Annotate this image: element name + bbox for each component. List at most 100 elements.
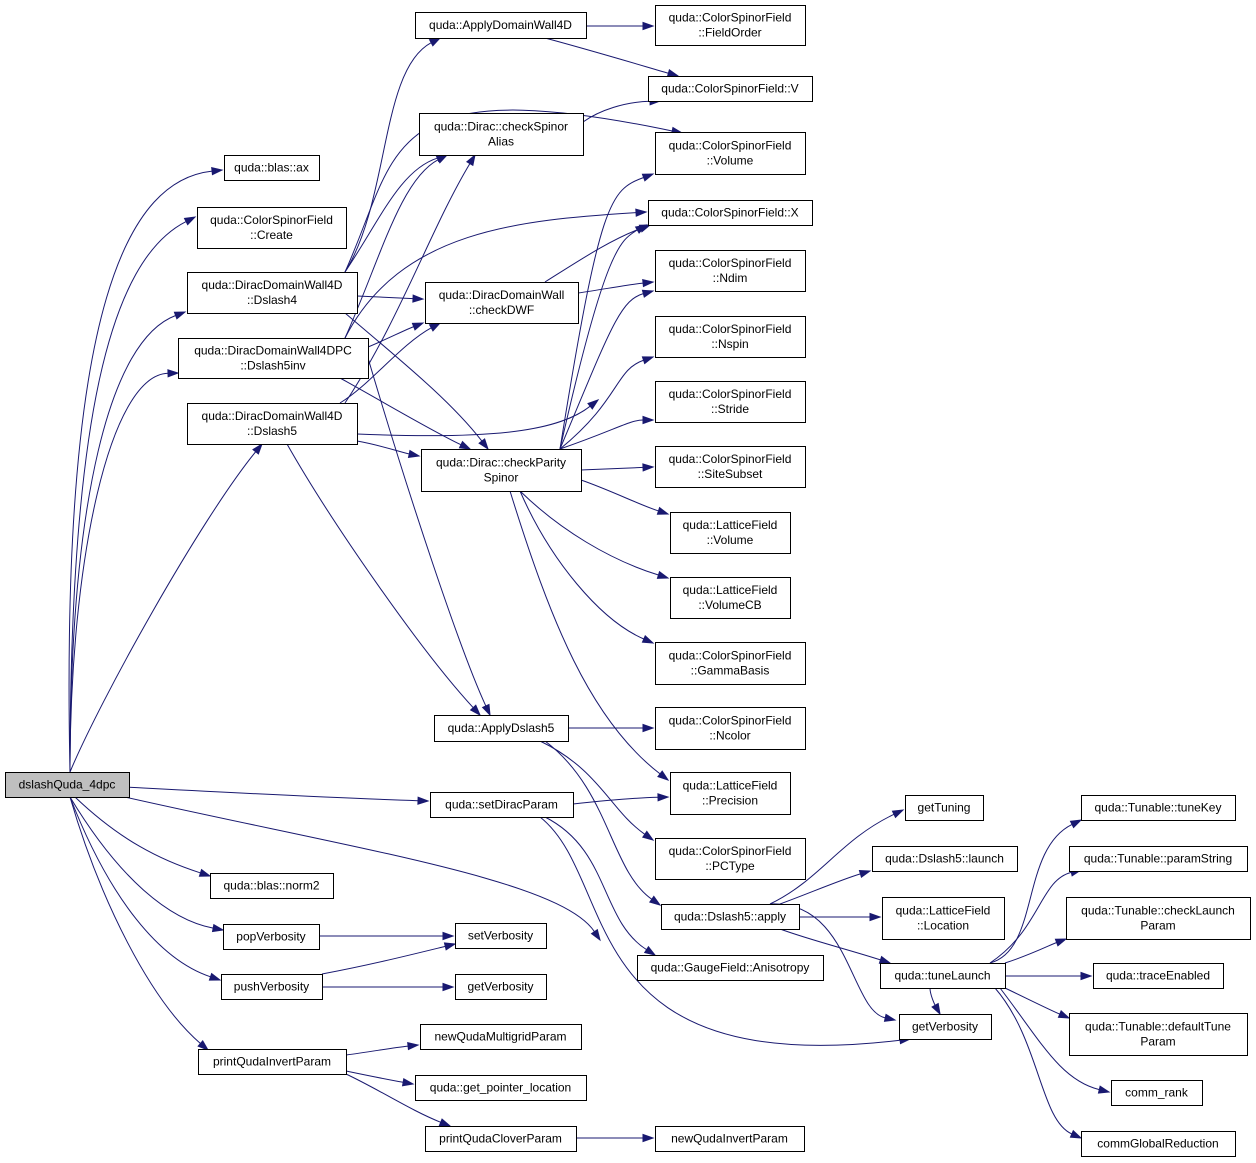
node-label-line: ::SiteSubset xyxy=(698,467,763,481)
node-getTuning[interactable]: getTuning xyxy=(905,795,984,821)
arrowhead xyxy=(641,289,655,298)
edge-tuneLaunch-to-tuneKey xyxy=(989,819,1083,964)
edge-checkParity-to-csfSiteSubset xyxy=(580,463,655,472)
arrowhead xyxy=(481,703,491,717)
edge-tuneLaunch-to-commRank xyxy=(999,987,1111,1094)
node-box xyxy=(1069,846,1248,872)
node-printInvert[interactable]: printQudaInvertParam xyxy=(198,1049,347,1075)
node-getVerbosity2[interactable]: getVerbosity xyxy=(455,974,547,1000)
arrowhead xyxy=(1069,819,1083,829)
node-applyDslash5[interactable]: quda::ApplyDslash5 xyxy=(434,715,569,742)
node-blasNorm2[interactable]: quda::blas::norm2 xyxy=(210,873,334,899)
node-csfNspin[interactable]: quda::ColorSpinorField::Nspin xyxy=(655,316,806,358)
node-csfCreate[interactable]: quda::ColorSpinorField::Create xyxy=(197,207,347,249)
edge-applyDW4D-to-csfFieldOrder xyxy=(586,21,655,31)
edge-checkParity-to-csfStride xyxy=(559,415,655,450)
node-lfPrecision[interactable]: quda::LatticeField::Precision xyxy=(670,772,791,815)
arrowhead xyxy=(878,955,892,964)
node-tuneLaunch[interactable]: quda::tuneLaunch xyxy=(880,963,1006,989)
node-commRank[interactable]: comm_rank xyxy=(1111,1080,1203,1106)
edge-dw4dpcDslash5inv-to-csfX xyxy=(344,208,648,339)
node-lfVolume[interactable]: quda::LatticeField::Volume xyxy=(670,512,791,554)
node-box xyxy=(421,449,582,492)
node-tuneKey[interactable]: quda::Tunable::tuneKey xyxy=(1081,795,1236,821)
edge-setDiracParam-to-gfAniso xyxy=(544,816,657,956)
node-label-line: quda::LatticeField xyxy=(896,904,991,918)
node-label-line: quda::DiracDomainWall4DPC xyxy=(194,344,352,358)
edge-line xyxy=(344,42,432,273)
node-dw4dDslash4[interactable]: quda::DiracDomainWall4D::Dslash4 xyxy=(187,272,358,314)
node-csfX[interactable]: quda::ColorSpinorField::X xyxy=(648,200,813,226)
node-label-line: ::Volume xyxy=(707,154,754,168)
edge-checkDWF-to-csfNdim xyxy=(577,278,655,294)
node-dslash5Launch[interactable]: quda::Dslash5::launch xyxy=(872,846,1018,872)
node-csfFieldOrder[interactable]: quda::ColorSpinorField::FieldOrder xyxy=(655,5,806,46)
node-lfLocation[interactable]: quda::LatticeField::Location xyxy=(882,897,1005,940)
arrowhead xyxy=(252,442,263,455)
arrowhead xyxy=(635,208,648,217)
node-csfPCType[interactable]: quda::ColorSpinorField::PCType xyxy=(655,838,806,880)
node-paramString[interactable]: quda::Tunable::paramString xyxy=(1069,846,1248,872)
node-lfVolumeCB[interactable]: quda::LatticeField::VolumeCB xyxy=(670,577,791,619)
node-label-line: ::VolumeCB xyxy=(698,598,761,612)
node-label-line: popVerbosity xyxy=(236,930,305,944)
node-setDiracParam[interactable]: quda::setDiracParam xyxy=(430,792,574,818)
node-root[interactable]: dslashQuda_4dpc xyxy=(5,772,130,798)
edge-line xyxy=(989,823,1073,964)
node-traceEnabled[interactable]: quda::traceEnabled xyxy=(1093,963,1224,989)
node-pushVerbosity[interactable]: pushVerbosity xyxy=(221,974,323,1000)
node-csfV[interactable]: quda::ColorSpinorField::V xyxy=(648,76,813,102)
node-label-line: pushVerbosity xyxy=(234,980,309,994)
edge-line xyxy=(339,327,432,404)
edge-line xyxy=(580,479,659,512)
node-printClover[interactable]: printQudaCloverParam xyxy=(425,1126,577,1152)
node-dslash5Apply[interactable]: quda::Dslash5::apply xyxy=(661,904,800,930)
node-gfAniso[interactable]: quda::GaugeField::Anisotropy xyxy=(637,955,824,981)
edge-line xyxy=(539,740,646,835)
edge-checkParity-to-csfVolume xyxy=(559,173,655,450)
edge-line xyxy=(367,357,487,707)
node-applyDW4D[interactable]: quda::ApplyDomainWall4D xyxy=(415,12,587,39)
node-newInvert[interactable]: newQudaInvertParam xyxy=(655,1126,805,1152)
node-csfGamma[interactable]: quda::ColorSpinorField::GammaBasis xyxy=(655,642,806,685)
node-blasAx[interactable]: quda::blas::ax xyxy=(224,155,320,181)
edges-layer xyxy=(68,21,1111,1143)
node-dw4dpcDslash5inv[interactable]: quda::DiracDomainWall4DPC::Dslash5inv xyxy=(178,338,369,379)
edge-line xyxy=(989,871,1072,964)
node-box xyxy=(1111,1080,1203,1106)
arrowhead xyxy=(590,928,601,942)
node-newMG[interactable]: newQudaMultigridParam xyxy=(420,1024,582,1050)
arrowhead xyxy=(657,793,670,802)
node-csfNdim[interactable]: quda::ColorSpinorField::Ndim xyxy=(655,250,806,292)
edge-root-to-dw4dDslash5 xyxy=(69,442,263,773)
node-csfNcolor[interactable]: quda::ColorSpinorField::Ncolor xyxy=(655,707,806,750)
node-label-line: newQudaInvertParam xyxy=(671,1132,788,1146)
node-label-line: ::checkDWF xyxy=(469,303,534,317)
node-popVerbosity[interactable]: popVerbosity xyxy=(223,924,320,950)
node-getVerbosity1[interactable]: getVerbosity xyxy=(899,1014,992,1040)
node-label-line: quda::DiracDomainWall4D xyxy=(202,409,343,423)
arrowhead xyxy=(458,440,472,450)
node-csfStride[interactable]: quda::ColorSpinorField::Stride xyxy=(655,381,806,423)
edge-checkParity-to-lfVolumeCB xyxy=(519,490,670,579)
node-label-line: ::Ndim xyxy=(713,271,748,285)
node-setVerbosity[interactable]: setVerbosity xyxy=(455,923,547,949)
edge-checkParity-to-csfGamma xyxy=(519,490,655,644)
node-csfVolume[interactable]: quda::ColorSpinorField::Volume xyxy=(655,132,806,175)
node-getPtrLoc[interactable]: quda::get_pointer_location xyxy=(415,1075,587,1101)
node-box xyxy=(1066,897,1251,940)
arrowhead xyxy=(1054,938,1068,947)
edge-tuneLaunch-to-defaultTune xyxy=(1004,987,1071,1019)
node-commGlobalRed[interactable]: commGlobalReduction xyxy=(1081,1131,1236,1157)
arrowhead xyxy=(643,945,657,956)
node-dw4dDslash5[interactable]: quda::DiracDomainWall4D::Dslash5 xyxy=(187,403,358,445)
node-csfSiteSubset[interactable]: quda::ColorSpinorField::SiteSubset xyxy=(655,446,806,488)
arrowhead xyxy=(428,37,442,47)
edge-line xyxy=(345,1073,441,1123)
node-box xyxy=(1081,795,1236,821)
node-checkDWF[interactable]: quda::DiracDomainWall::checkDWF xyxy=(425,282,579,324)
